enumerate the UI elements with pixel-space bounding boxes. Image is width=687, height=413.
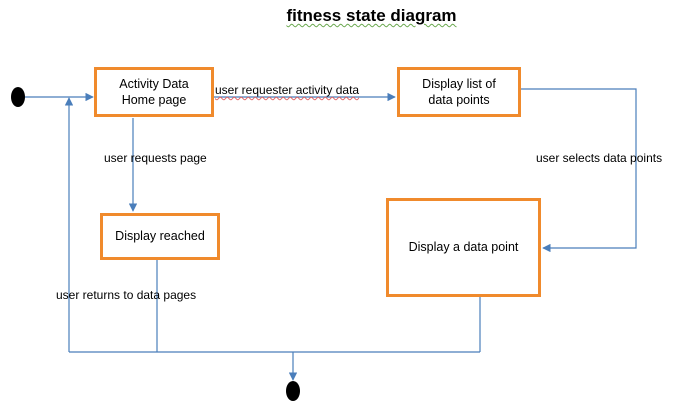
transition-label-requests-page: user requests page xyxy=(104,151,207,165)
state-display-reached-label: Display reached xyxy=(115,229,205,244)
transition-label-selects-points: user selects data points xyxy=(536,151,663,165)
initial-node xyxy=(11,87,25,107)
state-display-list: Display list of data points xyxy=(397,67,521,117)
state-activity-home: Activity Data Home page xyxy=(94,67,214,117)
final-node xyxy=(286,381,300,401)
diagram-title-text: fitness state diagram xyxy=(286,6,457,25)
diagram-title: fitness state diagram xyxy=(0,6,687,26)
state-display-list-label: Display list of data points xyxy=(422,76,496,107)
list-to-point-arrow xyxy=(521,88,637,253)
state-display-reached: Display reached xyxy=(100,213,220,260)
state-display-data-point: Display a data point xyxy=(386,198,541,297)
state-display-data-point-label: Display a data point xyxy=(408,240,519,255)
state-activity-home-label: Activity Data Home page xyxy=(119,76,189,107)
transition-label-returns: user returns to data pages xyxy=(56,288,197,302)
transition-label-request-activity: user requester activity data xyxy=(215,83,360,97)
